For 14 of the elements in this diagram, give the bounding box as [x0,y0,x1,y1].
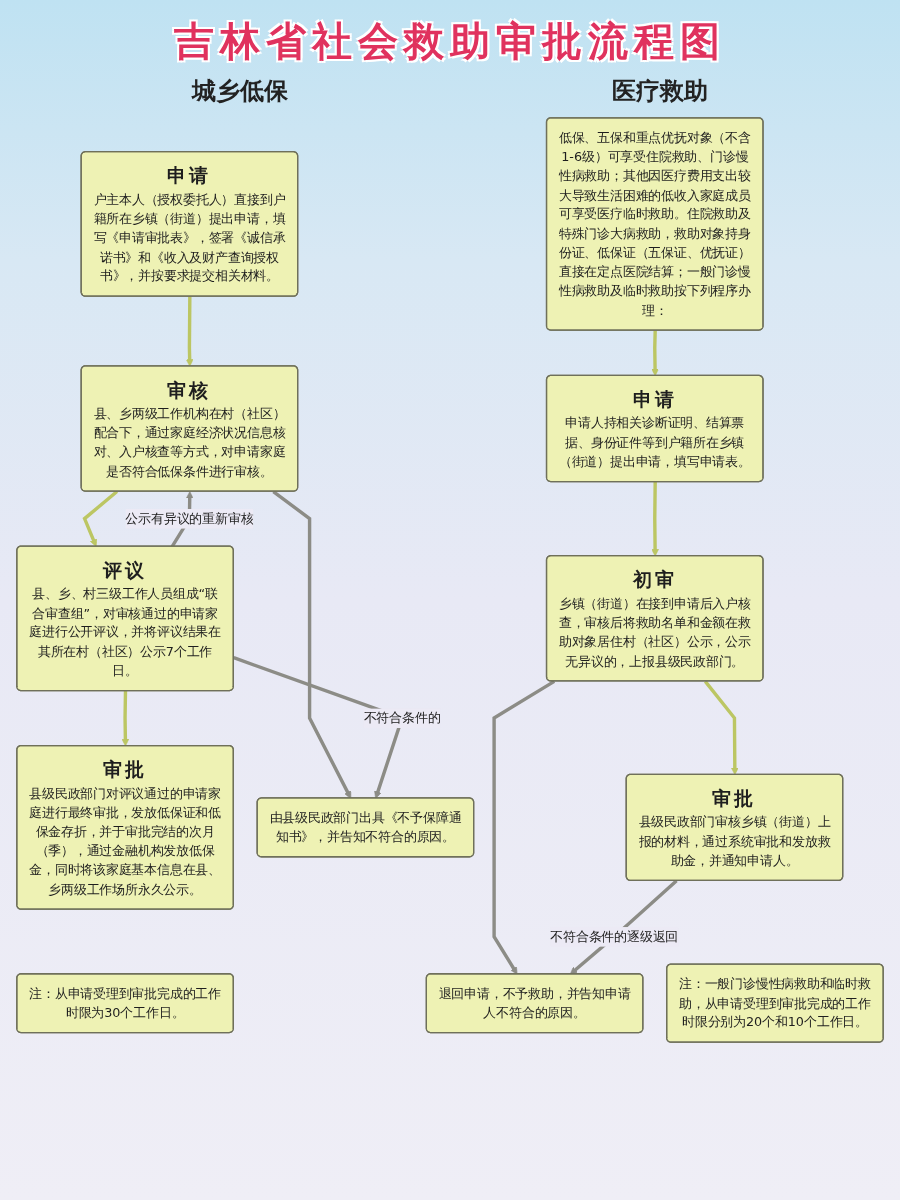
edge-label: 不符合条件的 [363,710,441,726]
arrow [651,481,659,557]
edge-label: 不符合条件的逐级返回 [550,928,679,945]
arrow [703,680,739,776]
section-heading: 医疗救助 [612,76,708,107]
arrow [651,330,659,377]
arrow [185,296,194,367]
arrow [272,490,352,799]
section-heading: 城乡低保 [192,76,288,107]
diagram-title: 吉林省社会救助审批流程图 [174,17,726,66]
arrow [82,490,119,547]
arrow [121,690,130,747]
edge-label: 公示有异议的重新审核 [125,510,254,527]
arrow [492,679,556,975]
